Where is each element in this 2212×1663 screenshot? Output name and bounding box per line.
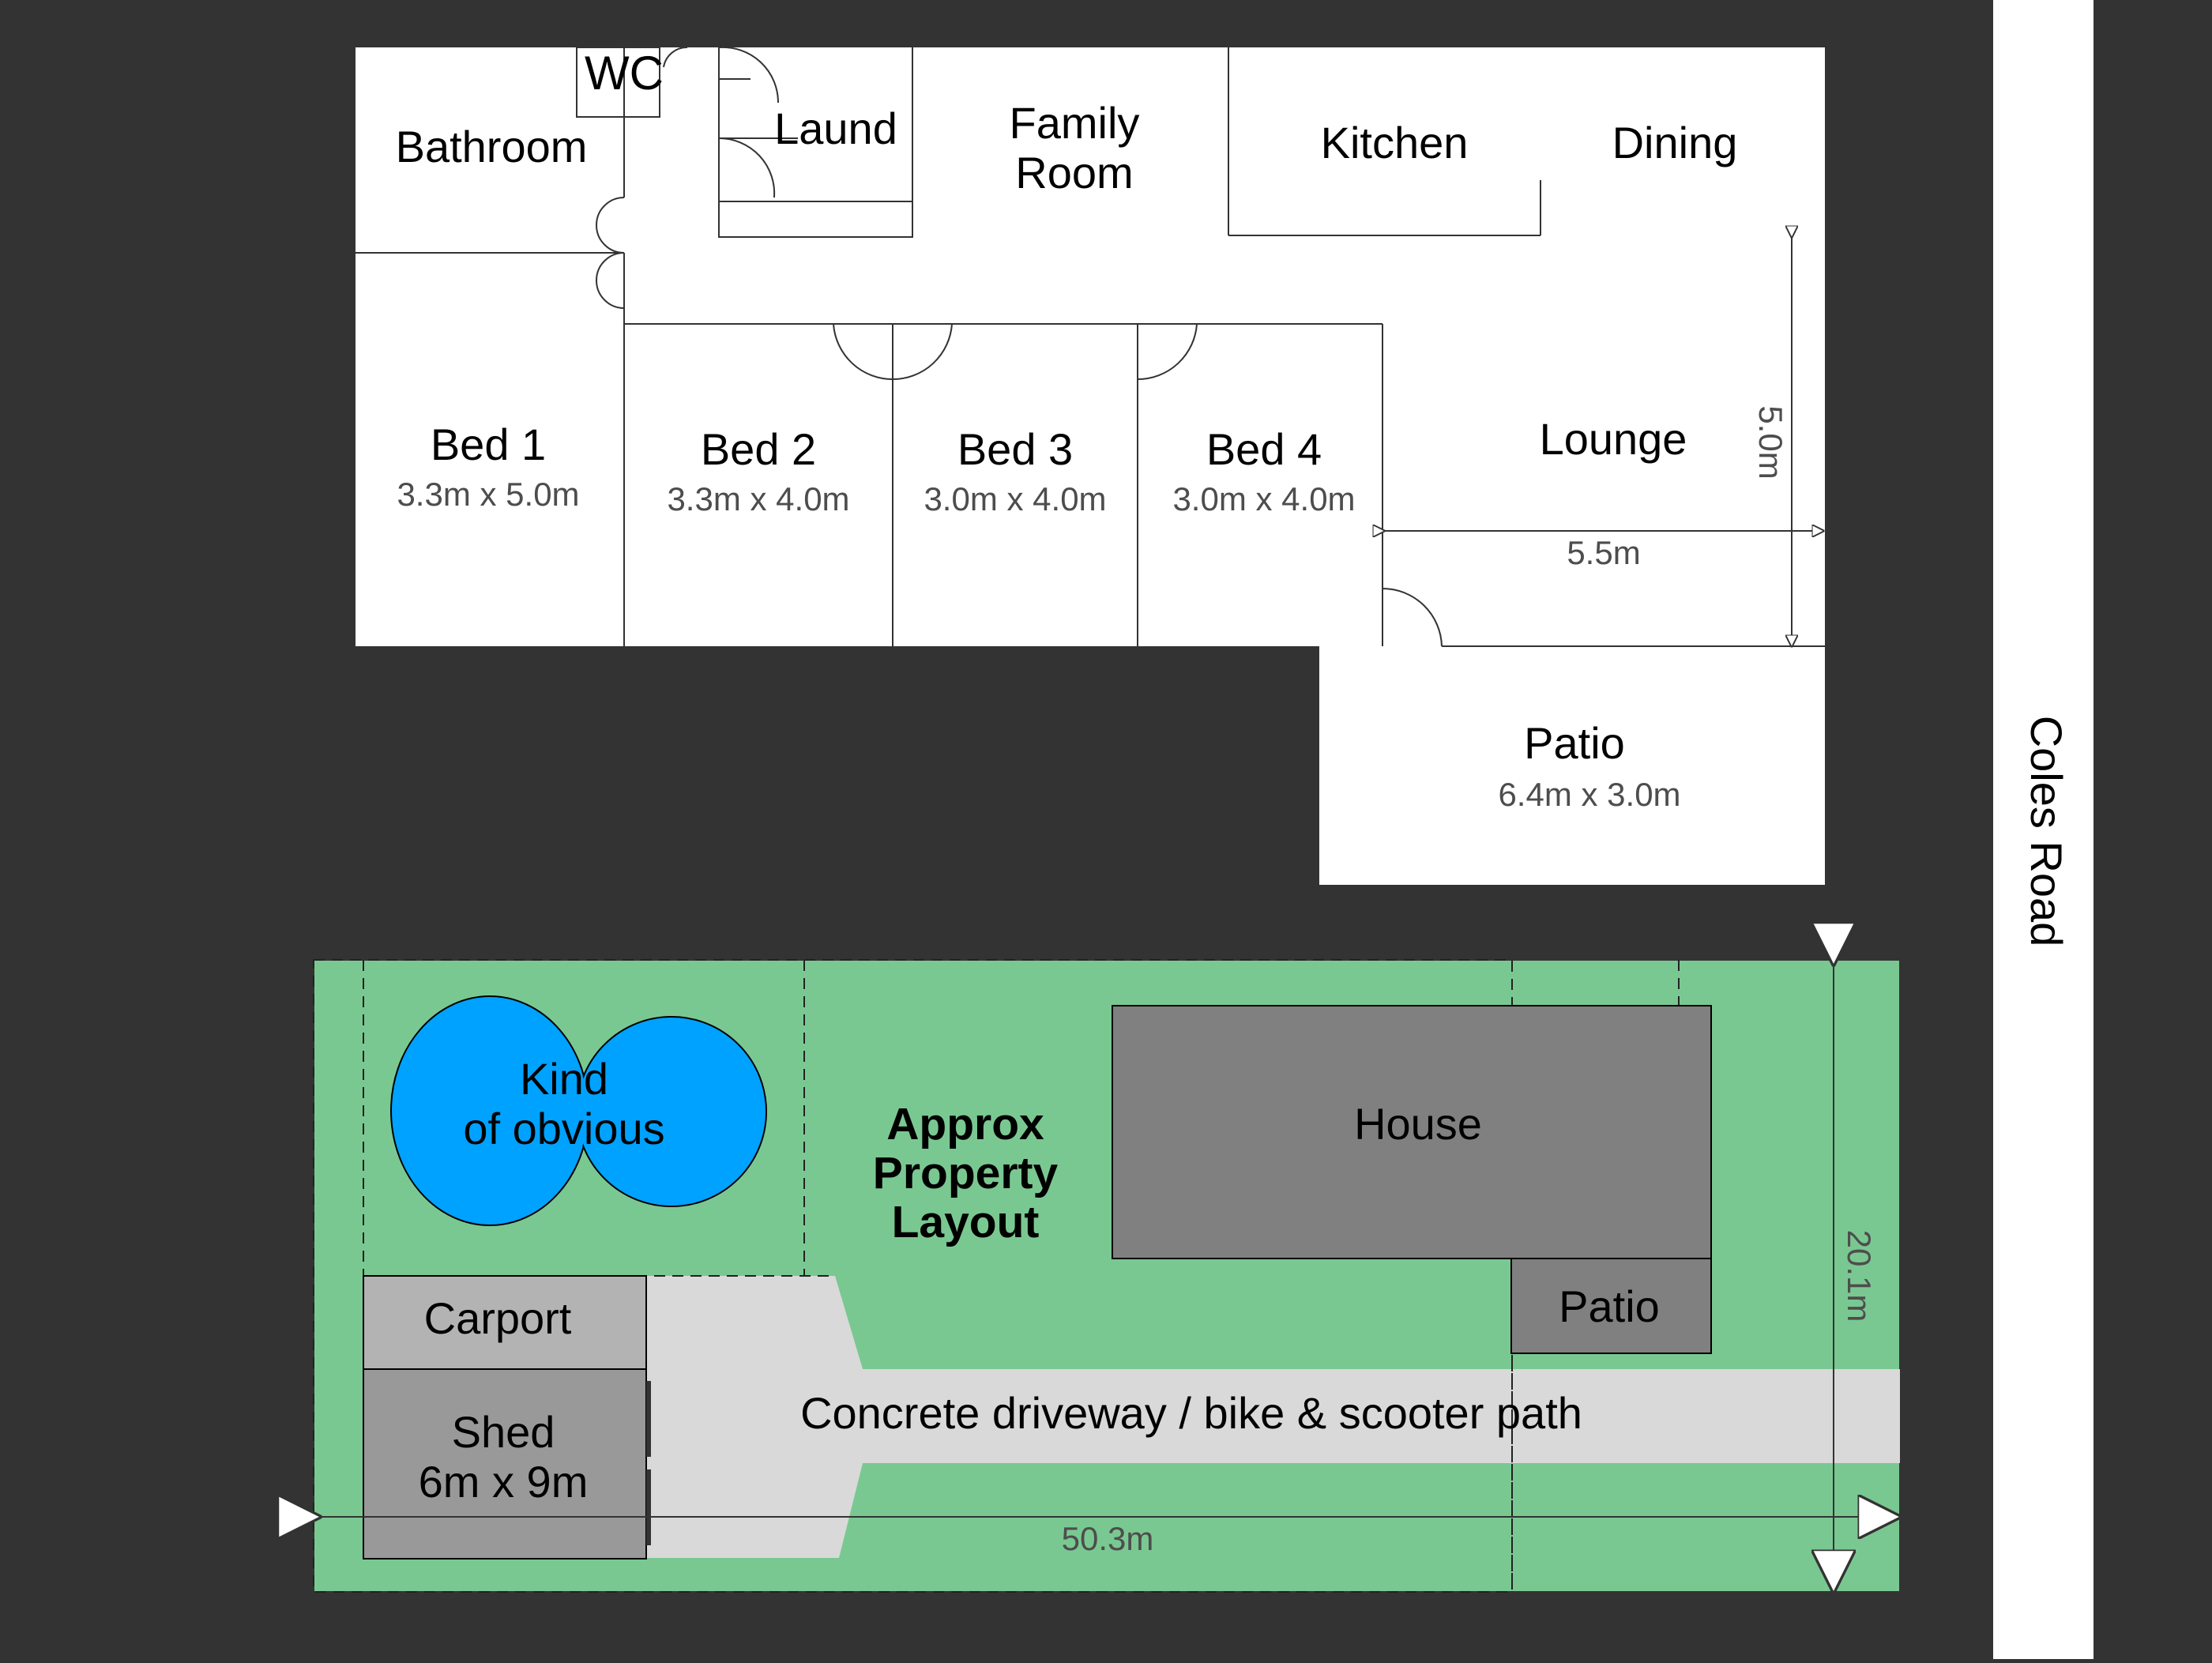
patio-floor-area bbox=[1319, 646, 1825, 885]
house-floor-area bbox=[356, 47, 1825, 646]
floor-plan-labels: WC Laund Bathroom Family Room Kitchen Di… bbox=[396, 47, 1738, 813]
room-size-bed1: 3.3m x 5.0m bbox=[397, 476, 579, 513]
room-label-kitchen: Kitchen bbox=[1321, 118, 1469, 167]
house-footprint bbox=[1112, 1005, 1712, 1259]
site-title-line2: Property bbox=[873, 1148, 1059, 1198]
house-label: House bbox=[1354, 1099, 1482, 1149]
room-label-bed3: Bed 3 bbox=[957, 424, 1073, 474]
pool-label-line2: of obvious bbox=[463, 1104, 664, 1153]
dimension-label-lot-width: 20.1m bbox=[1841, 1230, 1878, 1322]
shed-door-left bbox=[646, 1381, 651, 1457]
patio-footprint bbox=[1510, 1258, 1712, 1354]
room-label-family: Family bbox=[1010, 98, 1140, 148]
room-label-bathroom: Bathroom bbox=[396, 122, 588, 171]
driveway-label: Concrete driveway / bike & scooter path bbox=[800, 1388, 1582, 1438]
pool bbox=[390, 995, 767, 1226]
carport-label: Carport bbox=[424, 1293, 572, 1343]
room-label-wc: WC bbox=[585, 47, 664, 100]
room-label-bed2: Bed 2 bbox=[701, 424, 816, 474]
room-size-bed3: 3.0m x 4.0m bbox=[924, 480, 1106, 517]
room-label-dining: Dining bbox=[1612, 118, 1738, 167]
room-label-bed1: Bed 1 bbox=[431, 420, 546, 469]
site-patio-label: Patio bbox=[1559, 1281, 1660, 1331]
carport bbox=[363, 1275, 647, 1370]
shed-label-line2: 6m x 9m bbox=[419, 1457, 589, 1507]
floor-plan-dimensions: 5.0m 5.5m bbox=[1384, 237, 1823, 646]
room-label-room: Room bbox=[1015, 148, 1133, 198]
room-size-bed2: 3.3m x 4.0m bbox=[667, 480, 849, 517]
room-size-bed4: 3.0m x 4.0m bbox=[1172, 480, 1355, 517]
room-label-patio: Patio bbox=[1524, 718, 1625, 768]
site-title-line3: Layout bbox=[892, 1197, 1040, 1247]
pool-label-line1: Kind bbox=[520, 1054, 608, 1104]
dimension-label-lot-length: 50.3m bbox=[1062, 1520, 1154, 1557]
floor-plan bbox=[356, 46, 1825, 885]
room-size-patio: 6.4m x 3.0m bbox=[1498, 776, 1680, 813]
room-label-laundry: Laund bbox=[774, 103, 897, 153]
room-label-lounge: Lounge bbox=[1540, 414, 1687, 464]
dimension-label-lounge-width: 5.5m bbox=[1567, 534, 1640, 571]
dimension-label-lounge-depth: 5.0m bbox=[1752, 405, 1789, 479]
shed-label-line1: Shed bbox=[452, 1407, 555, 1457]
shed-door-right bbox=[646, 1469, 651, 1545]
concrete-driveway bbox=[646, 1276, 1900, 1558]
coles-road bbox=[1993, 0, 2094, 1659]
road-label: Coles Road bbox=[2022, 716, 2071, 947]
room-label-bed4: Bed 4 bbox=[1206, 424, 1322, 474]
site-title-line1: Approx bbox=[886, 1099, 1044, 1149]
site-plan: Kind of obvious Approx Property Layout H… bbox=[314, 960, 1900, 1592]
